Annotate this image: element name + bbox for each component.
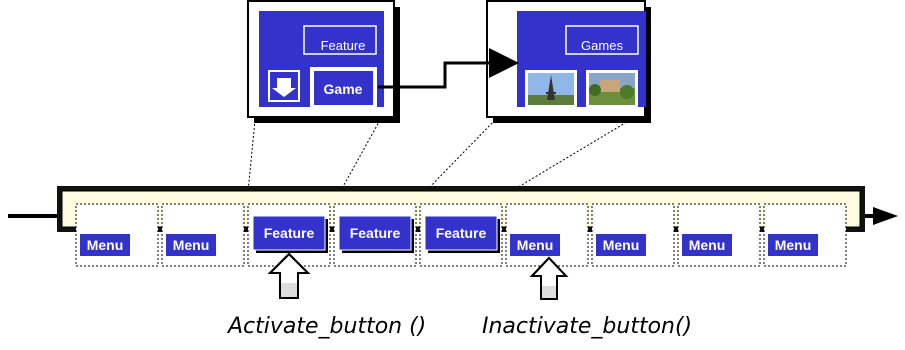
screen-title-box: [565, 25, 639, 55]
frame-button-label: Menu: [775, 237, 812, 253]
menu-button[interactable]: [596, 234, 646, 256]
game-thumbnail-garden[interactable]: [586, 70, 638, 108]
film-frame: Menu: [763, 203, 847, 267]
connector-line: [509, 119, 631, 193]
frame-button-label: Feature: [350, 225, 401, 241]
feature-button[interactable]: [424, 215, 498, 251]
activate-pointer-arrow: [267, 252, 311, 299]
film-frame: Menu: [161, 203, 245, 267]
connector-lines: [247, 119, 631, 193]
inactivate-caption: Inactivate_button(): [482, 314, 693, 339]
menu-button[interactable]: [510, 234, 560, 256]
feature-button[interactable]: [338, 215, 412, 251]
game-button-label: Game: [324, 81, 363, 97]
menu-button[interactable]: [682, 234, 732, 256]
return-arrow-icon: [272, 78, 296, 97]
game-button[interactable]: [310, 67, 377, 109]
menu-button[interactable]: [166, 234, 216, 256]
film-frame: Menu: [591, 203, 675, 267]
frame-button-label: Feature: [436, 225, 487, 241]
navigation-arrow: [378, 48, 519, 89]
film-frame: Menu: [505, 203, 589, 267]
frame-button-label: Menu: [517, 237, 554, 253]
screen-title-box: [303, 25, 377, 55]
film-frame: Feature: [419, 203, 503, 267]
screen-title: Feature: [321, 38, 366, 53]
frame-button-label: Menu: [87, 237, 124, 253]
frame-button-label: Menu: [173, 237, 210, 253]
inactivate-pointer-arrow: [529, 256, 569, 300]
game-thumbnail-eiffel[interactable]: [525, 70, 577, 108]
menu-button[interactable]: [80, 234, 130, 256]
screen-title: Games: [581, 38, 623, 53]
feature-button[interactable]: [252, 215, 326, 251]
frame-button-label: Feature: [264, 225, 315, 241]
games-screen: Games: [486, 0, 651, 123]
timeline-arrowhead: [873, 207, 898, 225]
connector-line: [424, 119, 496, 193]
film-frame: Feature: [333, 203, 417, 267]
frame-button-label: Menu: [603, 237, 640, 253]
film-frame: Menu: [677, 203, 761, 267]
activate-caption: Activate_button (): [228, 314, 427, 339]
menu-button[interactable]: [768, 234, 818, 256]
frame-button-label: Menu: [689, 237, 726, 253]
feature-screen: Feature Game: [247, 0, 400, 123]
connector-line: [339, 119, 381, 193]
film-frame: Menu: [75, 203, 159, 267]
connector-line: [247, 119, 256, 193]
